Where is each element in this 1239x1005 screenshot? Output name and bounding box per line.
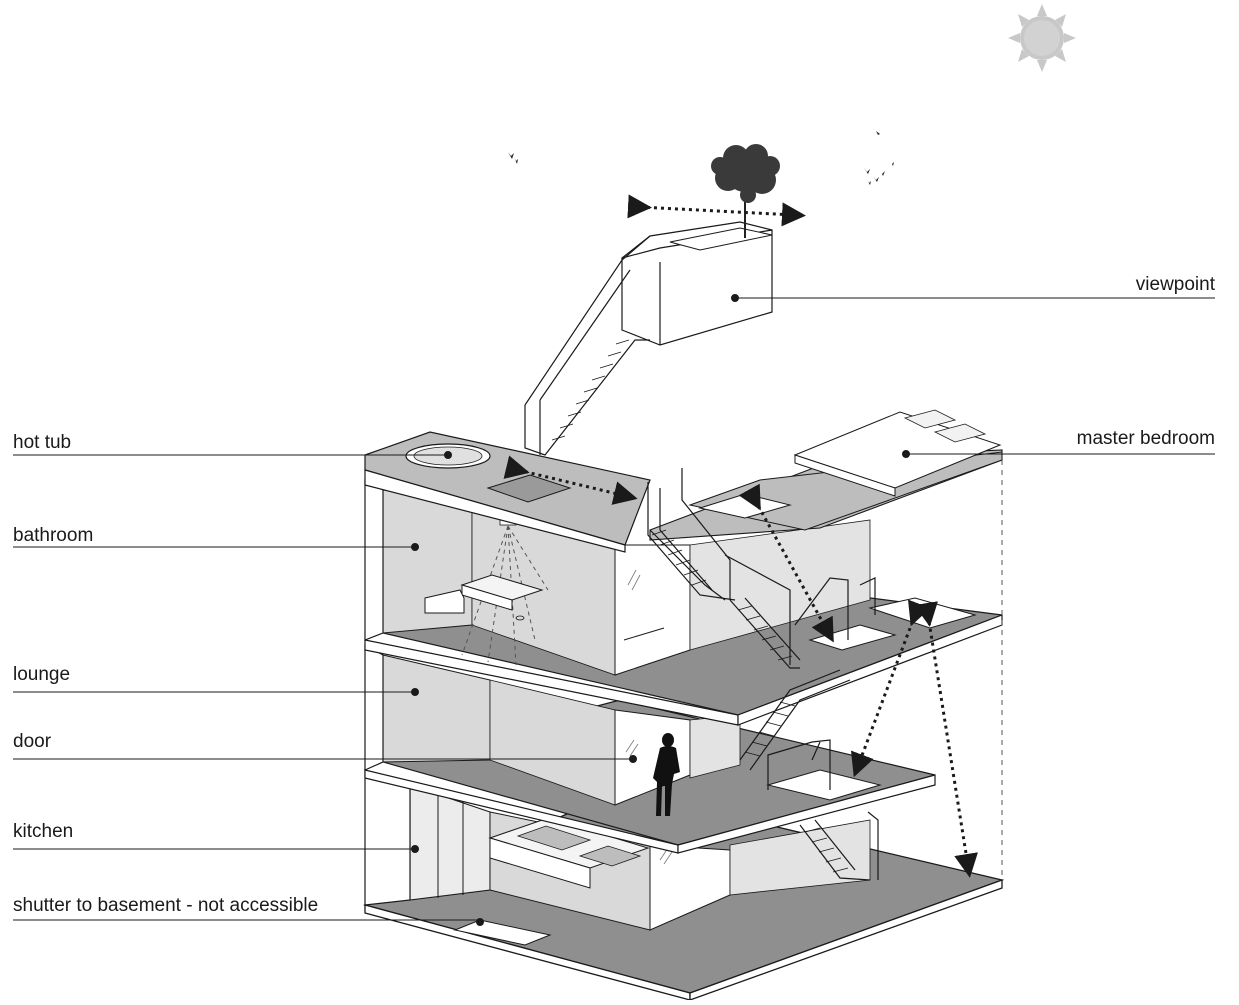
label-lounge: lounge	[13, 664, 71, 685]
end-wall-lounge	[364, 643, 384, 771]
label-kitchen: kitchen	[13, 821, 74, 842]
bird-icon	[508, 131, 894, 185]
label-door: door	[13, 731, 52, 752]
label-shutter: shutter to basement - not accessible	[13, 895, 319, 916]
lounge-area	[382, 654, 741, 806]
circulation-arrows	[503, 194, 978, 878]
end-wall-bathroom	[364, 478, 384, 641]
tree-icon	[711, 144, 780, 238]
leader-lines	[13, 294, 1215, 926]
label-master-bedroom: master bedroom	[1076, 428, 1215, 449]
viewpoint-tower	[621, 221, 773, 346]
kitchen-area	[409, 784, 871, 946]
sun-icon	[1008, 4, 1076, 72]
label-bathroom: bathroom	[13, 525, 94, 546]
person-icon	[653, 733, 680, 816]
end-wall-ground	[364, 769, 411, 906]
external-stair	[524, 235, 651, 456]
master-bedroom-platform	[649, 409, 1003, 541]
label-viewpoint: viewpoint	[1135, 274, 1215, 295]
label-hot-tub: hot tub	[13, 432, 72, 453]
